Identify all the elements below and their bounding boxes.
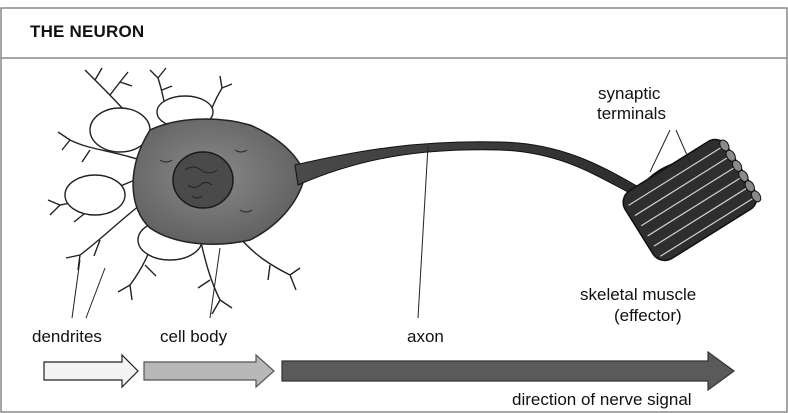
skeletal-muscle-shape — [618, 133, 764, 265]
axon-shape — [295, 142, 680, 206]
label-dendrites: dendrites — [32, 327, 102, 347]
label-direction: direction of nerve signal — [512, 390, 692, 410]
direction-arrows — [44, 352, 734, 390]
label-terminals: terminals — [597, 104, 666, 124]
label-axon: axon — [407, 327, 444, 347]
arrow-cell-body — [144, 355, 274, 387]
label-effector: (effector) — [614, 306, 682, 326]
label-synaptic: synaptic — [598, 84, 660, 104]
figure-title: THE NEURON — [30, 22, 144, 42]
label-skeletal-muscle: skeletal muscle — [580, 285, 696, 305]
nucleus-shape — [173, 152, 233, 208]
arrow-dendrites — [44, 355, 138, 387]
label-cell-body: cell body — [160, 327, 227, 347]
arrow-axon — [282, 352, 734, 390]
